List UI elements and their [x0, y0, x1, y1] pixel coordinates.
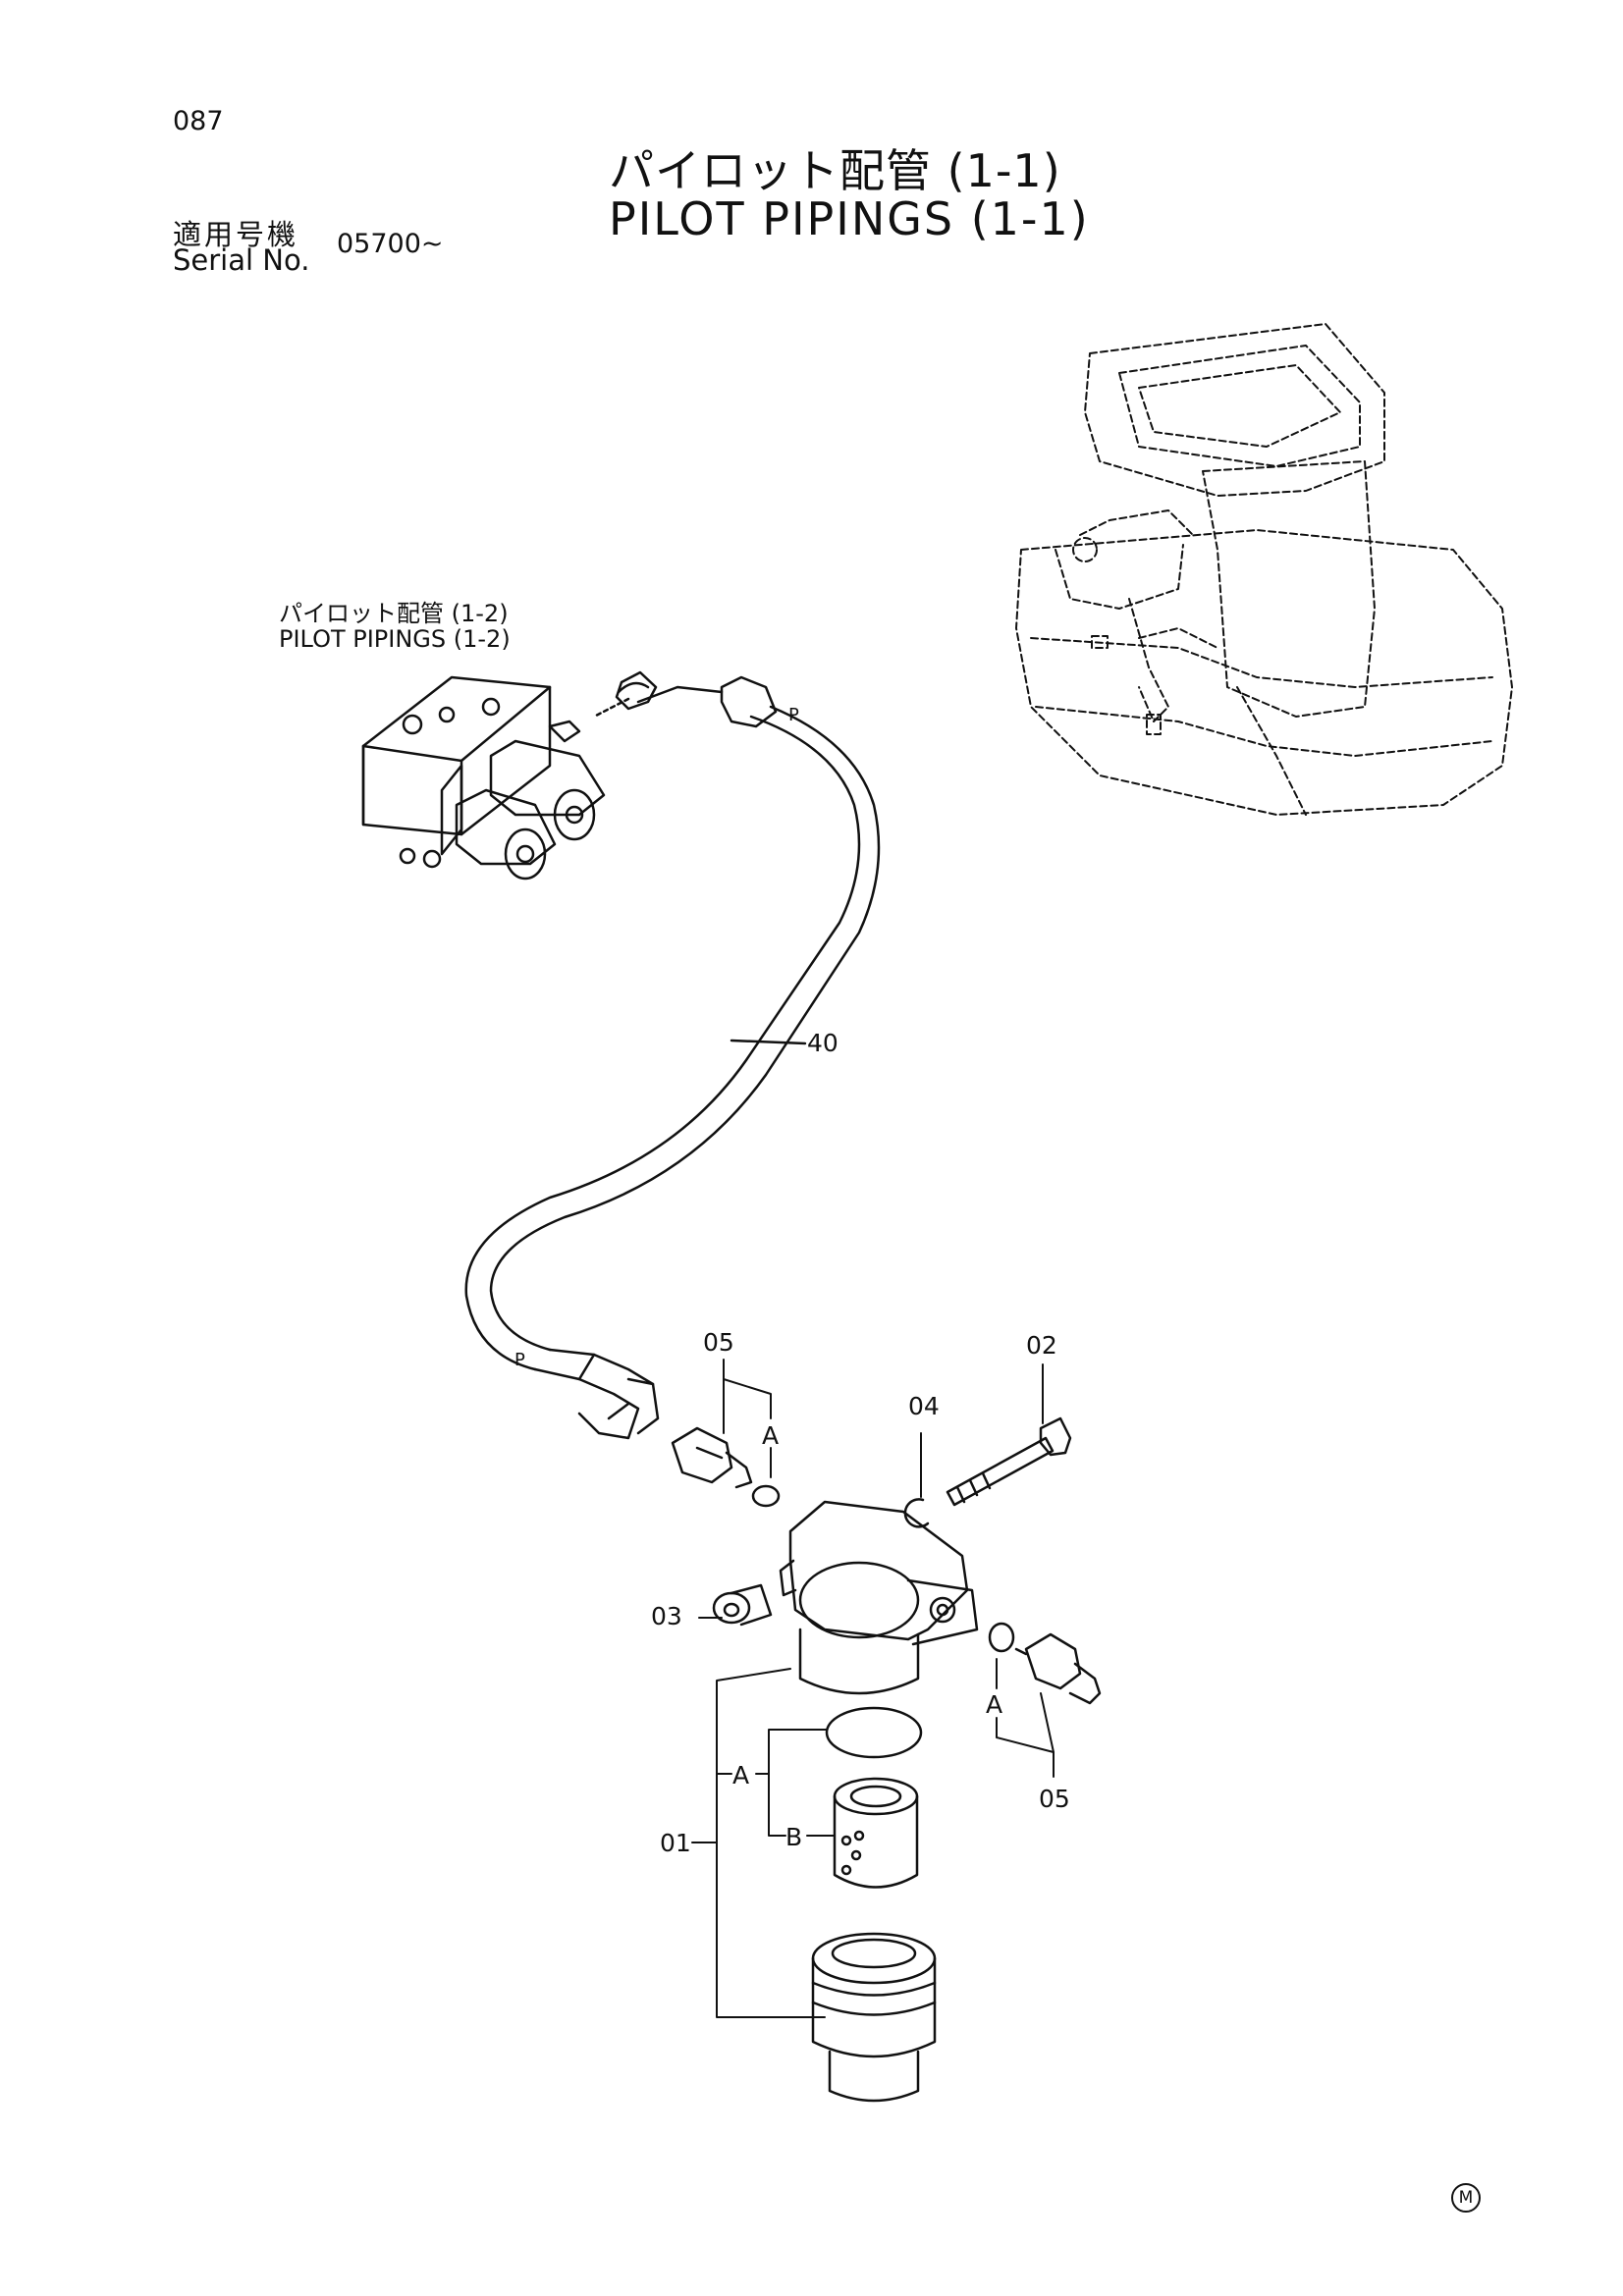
- callout-01: 01: [660, 1829, 691, 1857]
- filter-element: [833, 1777, 919, 1889]
- valve-block-illustration: [361, 675, 606, 881]
- connector-05-top: [671, 1426, 753, 1489]
- sleeve-03: [712, 1583, 773, 1627]
- callout-03: 03: [651, 1602, 682, 1630]
- reference-title-japanese: パイロット配管 (1-2): [279, 600, 509, 627]
- m-mark-symbol: M: [1451, 2183, 1481, 2213]
- callout-40: 40: [807, 1029, 839, 1057]
- page-number: 087: [173, 106, 224, 136]
- o-ring-right: [988, 1622, 1015, 1653]
- serial-label-japanese: 適用号機: [173, 218, 299, 251]
- page-title-english: PILOT PIPINGS (1-1): [609, 192, 1090, 245]
- callout-05-top: 05: [703, 1328, 734, 1357]
- page-title-japanese: パイロット配管 (1-1): [609, 144, 1061, 197]
- callout-group-a-top: A: [762, 1421, 780, 1450]
- callout-group-a-filter: A: [732, 1761, 750, 1789]
- filter-bowl: [811, 1932, 937, 2103]
- serial-label-english: Serial No.: [173, 243, 310, 277]
- callout-05-bottom: 05: [1039, 1785, 1070, 1813]
- connector-05-right: [1014, 1632, 1102, 1705]
- callout-02: 02: [1026, 1331, 1057, 1360]
- pilot-hose-40: [464, 670, 881, 1440]
- leader-lines: [691, 1359, 1055, 2018]
- reference-title-english: PILOT PIPINGS (1-2): [279, 625, 511, 653]
- callout-group-b-filter: B: [785, 1823, 803, 1851]
- callout-group-a-right: A: [986, 1690, 1003, 1719]
- bolt-02: [946, 1416, 1072, 1507]
- port-label-p-top: P: [788, 705, 799, 725]
- o-ring-top: [751, 1484, 781, 1508]
- filter-gasket: [825, 1706, 923, 1759]
- filter-head: [779, 1500, 979, 1695]
- serial-number-value: 05700~: [337, 229, 444, 259]
- machine-cab-illustration: [1015, 323, 1513, 816]
- port-label-p-bottom: P: [514, 1350, 525, 1370]
- callout-04: 04: [908, 1392, 940, 1420]
